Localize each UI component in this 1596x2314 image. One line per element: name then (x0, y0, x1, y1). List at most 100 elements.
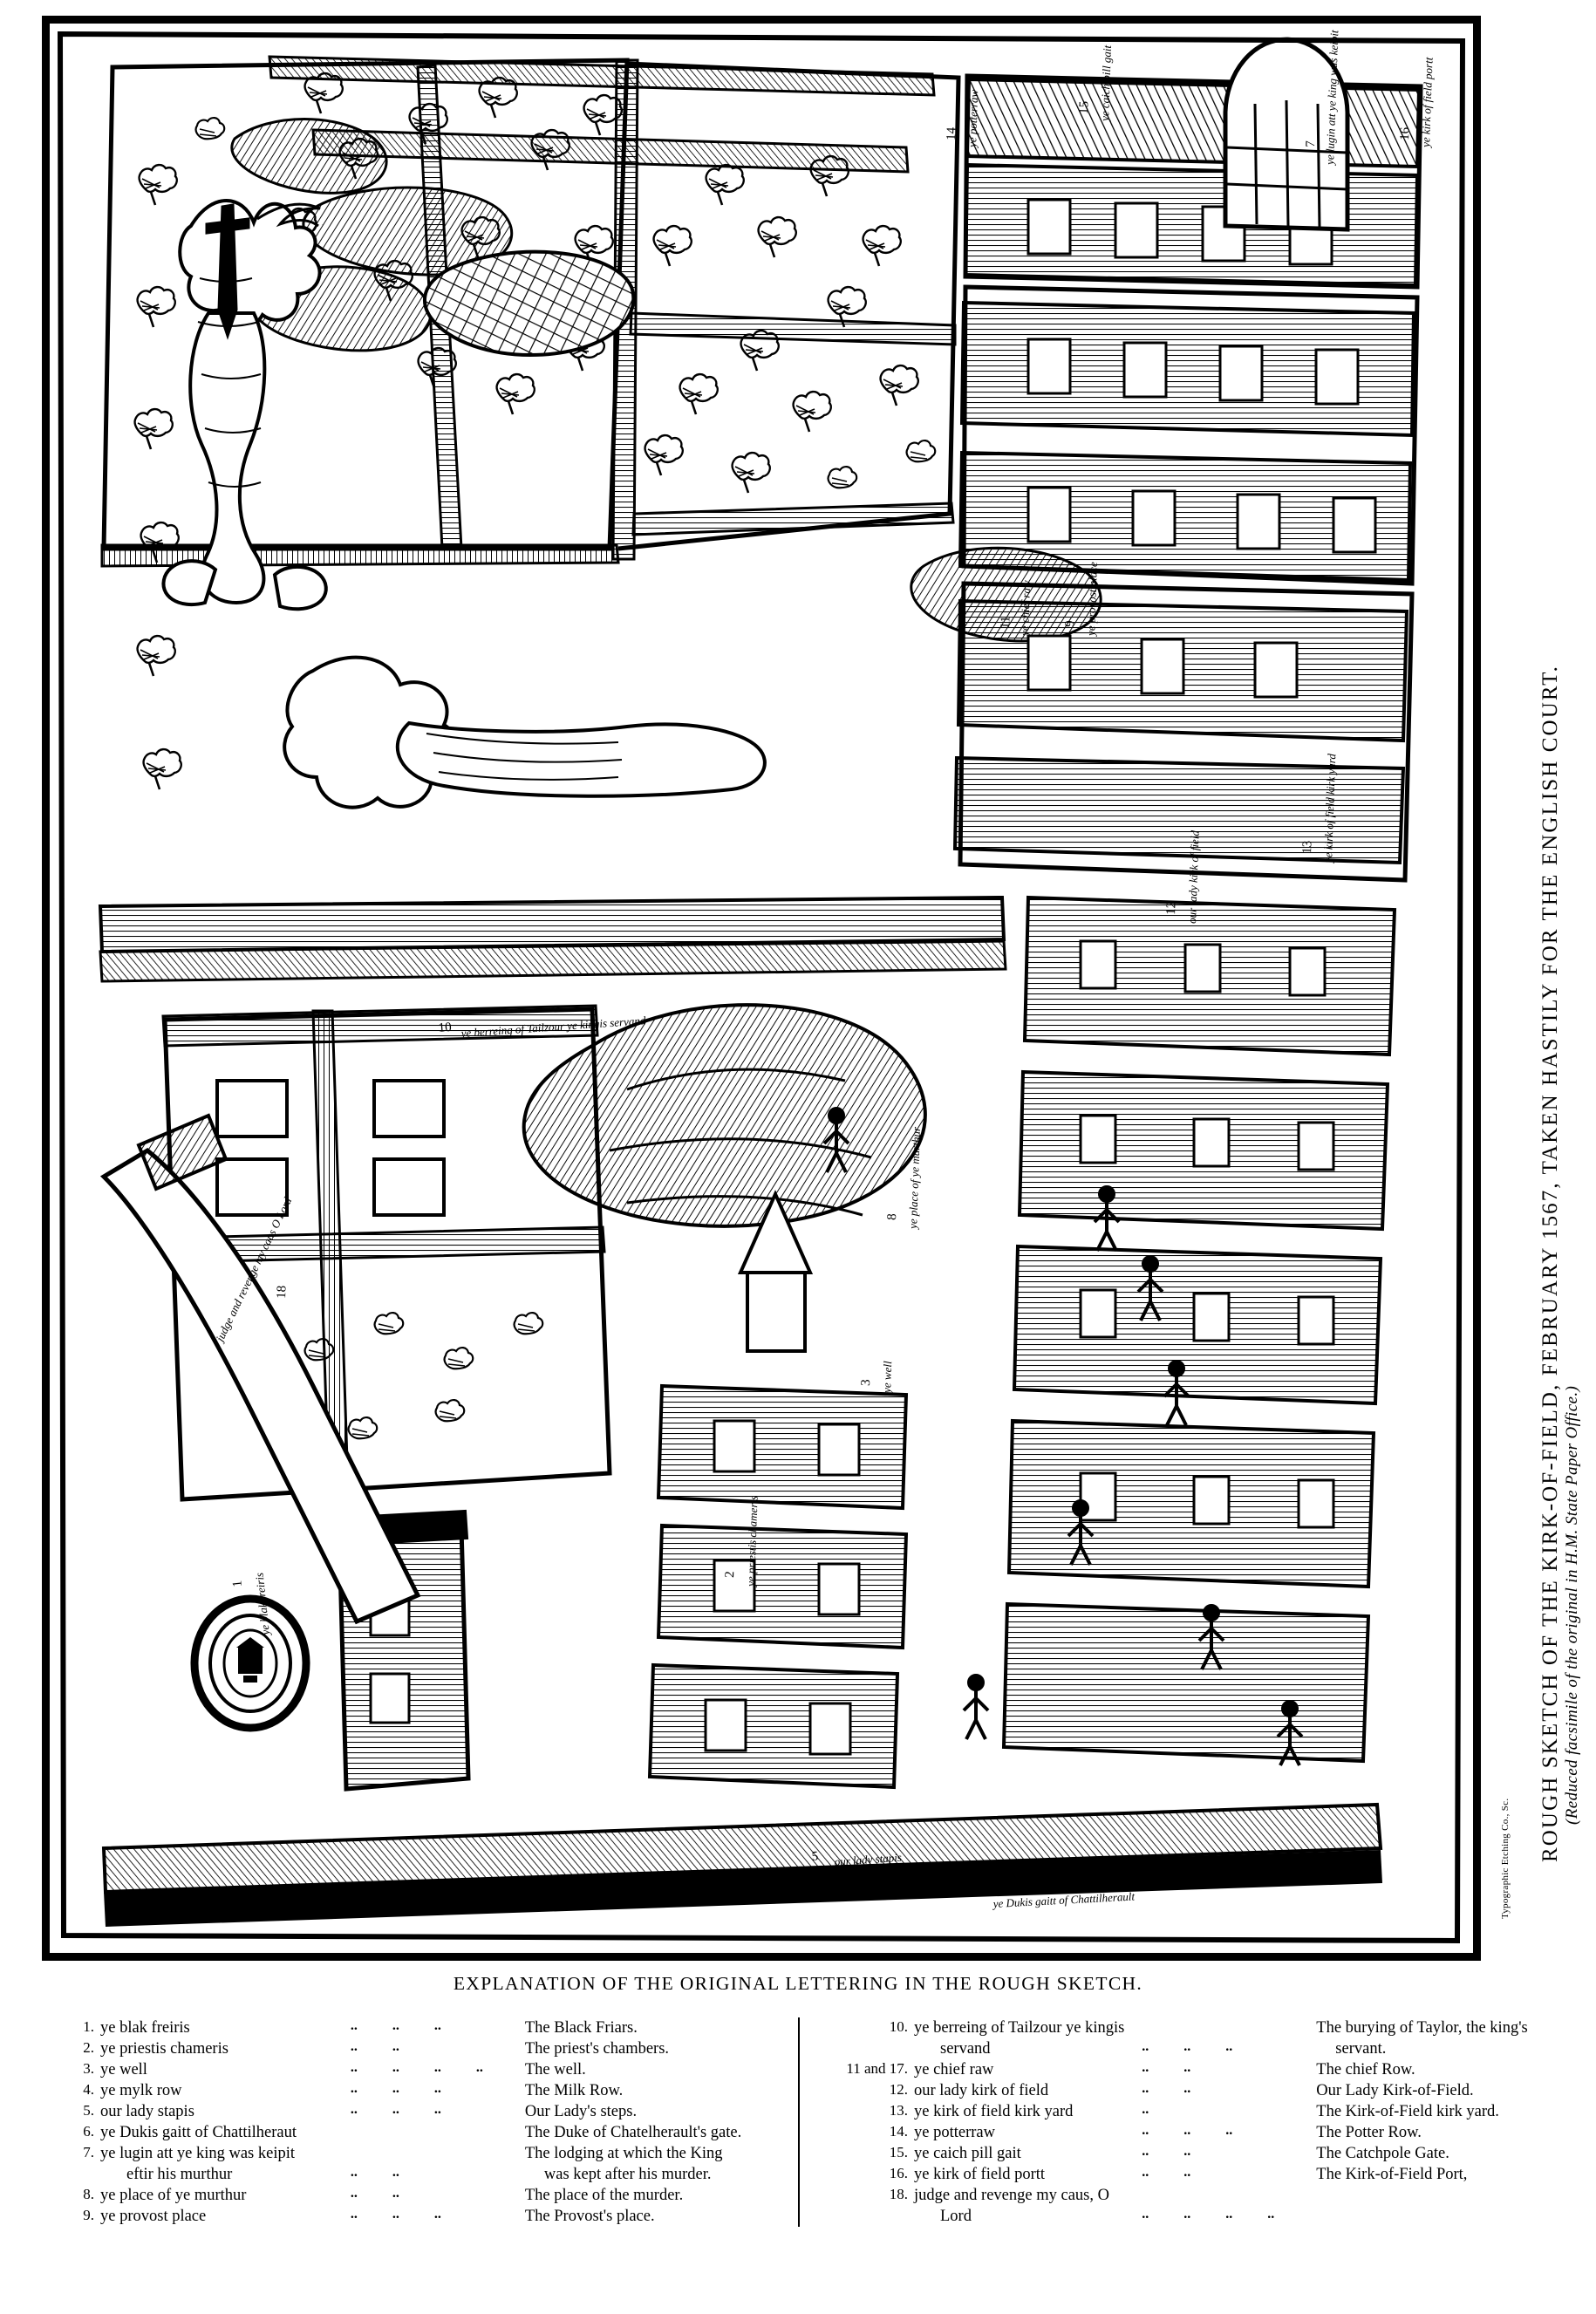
legend-row: 9. ye provost place...... The Provost's pl… (54, 2206, 798, 2227)
legend-original-text-cont: servand (940, 2040, 991, 2058)
legend-row: 8.ye place of ye murthur....The place of… (54, 2185, 798, 2206)
legend-number: 8. (83, 2186, 94, 2203)
legend-dot-leader: ...... (350, 2018, 441, 2033)
explanation-heading: EXPLANATION OF THE ORIGINAL LETTERING IN… (453, 1973, 1143, 1994)
plate-annotations: ye blak freiris 1 ye priestis chameris 2… (230, 30, 1435, 1910)
legend-row-continuation: eftir his murthur.... was kept after his … (54, 2164, 798, 2185)
engraving-plate: judge and revenge my caus O Lord 18 ye b… (42, 16, 1481, 1961)
legend-number: 3. (83, 2060, 94, 2078)
svg-text:9: 9 (1063, 620, 1077, 627)
legend-original-text-cont: Lord (940, 2208, 972, 2226)
legend-row: 16.ye kirk of field portt....The Kirk-of… (824, 2164, 1542, 2185)
legend-original-text: ye provost place (100, 2208, 207, 2226)
legend-number: 9. (83, 2207, 94, 2224)
legend-translation: The burying of Taylor, the king's (1316, 2019, 1528, 2037)
svg-text:ye kirk of field kirk yard: ye kirk of field kirk yard (1321, 753, 1338, 864)
legend-number-blank (824, 2206, 914, 2227)
plate-title: ROUGH SKETCH OF THE KIRK-OF-FIELD, FEBRU… (1538, 664, 1562, 1862)
legend-row: 12.our lady kirk of field....Our Lady Ki… (824, 2080, 1542, 2101)
legend-row: 10. ye berreing of Tailzour ye kingis The … (824, 2017, 1542, 2038)
legend-number: 14. (889, 2123, 908, 2140)
legend-number: 10. (889, 2018, 908, 2035)
svg-text:ye mylk raw: ye mylk raw (483, 1887, 541, 1903)
legend-translation: The Kirk-of-Field kirk yard. (1316, 2103, 1499, 2121)
legend-translation: The well. (524, 2061, 586, 2079)
svg-text:ye caich pill gait: ye caich pill gait (1098, 44, 1114, 123)
legend-original-text: ye blak freiris (100, 2019, 190, 2037)
legend-original-text: ye kirk of field kirk yard (914, 2103, 1074, 2121)
legend-original-text: ye lugin att ye king was keipit (100, 2145, 295, 2163)
legend-row: 2.ye priestis chameris....The priest's c… (54, 2038, 798, 2059)
legend-row: 11 and 17.ye chief raw....The chief Row. (824, 2059, 1542, 2080)
legend-original-text: judge and revenge my caus, O (914, 2187, 1109, 2205)
legend-dot-leader (1142, 2017, 1309, 2038)
svg-text:13: 13 (1300, 841, 1315, 855)
legend-dot-leader: ........ (350, 2060, 483, 2076)
legend-translation: Our Lady's steps. (524, 2103, 638, 2121)
legend-translation-cont: was kept after his murder. (543, 2166, 712, 2184)
legend-dot-leader: ...... (350, 2102, 441, 2118)
legend-number: 4. (83, 2081, 94, 2099)
plate-caption: ROUGH SKETCH OF THE KIRK-OF-FIELD, FEBRU… (1484, 0, 1581, 1945)
legend-translation: Our Lady Kirk-of-Field. (1316, 2082, 1474, 2100)
legend-dot-leader: .. (1142, 2102, 1149, 2118)
svg-text:ye potterraw: ye potterraw (965, 89, 980, 149)
state-paper-office-seal (190, 1594, 310, 1732)
legend-translation: The priest's chambers. (524, 2040, 670, 2058)
legend-translation: The Black Friars. (524, 2019, 638, 2037)
svg-text:8: 8 (885, 1213, 899, 1220)
legend-number: 1. (83, 2018, 94, 2035)
svg-text:ye priestis chameris: ye priestis chameris (744, 1496, 760, 1588)
svg-text:5: 5 (811, 1850, 819, 1864)
legend-number: 6. (83, 2123, 94, 2140)
legend-row: 13. ye kirk of field kirk yard.. The Kirk-… (824, 2101, 1542, 2122)
svg-text:18: 18 (275, 1286, 290, 1300)
legend-number: 12. (889, 2081, 908, 2099)
legend-row-continuation: servand......servant. (824, 2038, 1542, 2059)
legend-translation (1309, 2185, 1542, 2206)
legend-dot-leader: .... (350, 2039, 399, 2055)
plate-canvas: judge and revenge my caus O Lord 18 ye b… (51, 25, 1471, 1951)
plate-subtitle: (Reduced facsimile of the original in H.… (1563, 1385, 1581, 1825)
legend-original-text: ye caich pill gait (914, 2145, 1021, 2163)
legend-number: 18. (889, 2186, 908, 2203)
legend-dot-leader-cont: ...... (1142, 2039, 1233, 2055)
svg-text:ye well: ye well (880, 1361, 894, 1395)
legend-number: 7. (83, 2144, 94, 2161)
svg-text:16: 16 (1398, 126, 1413, 140)
legend-dot-leader-cont: .... (350, 2165, 399, 2181)
svg-text:1: 1 (230, 1580, 245, 1587)
legend-original-text: ye Dukis gaitt of Chattilheraut (100, 2124, 297, 2142)
legend-original-text: ye mylk row (100, 2082, 182, 2100)
legend-dot-leader (1142, 2185, 1309, 2206)
legend-row: 18. judge and revenge my caus, O (824, 2185, 1542, 2206)
svg-text:12: 12 (1164, 902, 1179, 916)
legend-dot-leader: ...... (1142, 2123, 1233, 2139)
explanation-table-left: 1. ye blak freiris...... The Black Friars.… (54, 2017, 798, 2227)
legend-translation: The lodging at which the King (524, 2145, 723, 2163)
legend-original-text-cont: eftir his murthur (126, 2166, 233, 2184)
svg-text:11: 11 (999, 616, 1013, 629)
svg-text:ye kirk of field portt: ye kirk of field portt (1419, 57, 1436, 149)
legend-original-text: ye berreing of Tailzour ye kingis (914, 2019, 1125, 2037)
svg-text:15: 15 (1077, 101, 1092, 115)
legend-original-text: ye place of ye murthur (100, 2187, 247, 2205)
legend-dot-leader: ...... (350, 2207, 441, 2222)
svg-text:7: 7 (1304, 140, 1318, 148)
legend-number: 13. (889, 2102, 908, 2119)
svg-text:ye provost place: ye provost place (1084, 562, 1100, 638)
explanation-section: EXPLANATION OF THE ORIGINAL LETTERING IN… (0, 1973, 1596, 2228)
legend-translation: The Potter Row. (1316, 2124, 1422, 2142)
legend-original-text: our lady stapis (100, 2103, 194, 2121)
legend-row-continuation: Lord........ (824, 2206, 1542, 2227)
legend-original-text: ye well (100, 2061, 147, 2079)
legend-dot-leader: .... (1142, 2165, 1191, 2181)
legend-original-text: ye priestis chameris (100, 2040, 228, 2058)
legend-number-blank (54, 2164, 100, 2185)
legend-translation: The Provost's place. (524, 2208, 655, 2226)
legend-dot-leader: .... (1142, 2060, 1191, 2076)
legend-row: 1. ye blak freiris...... The Black Friars. (54, 2017, 798, 2038)
